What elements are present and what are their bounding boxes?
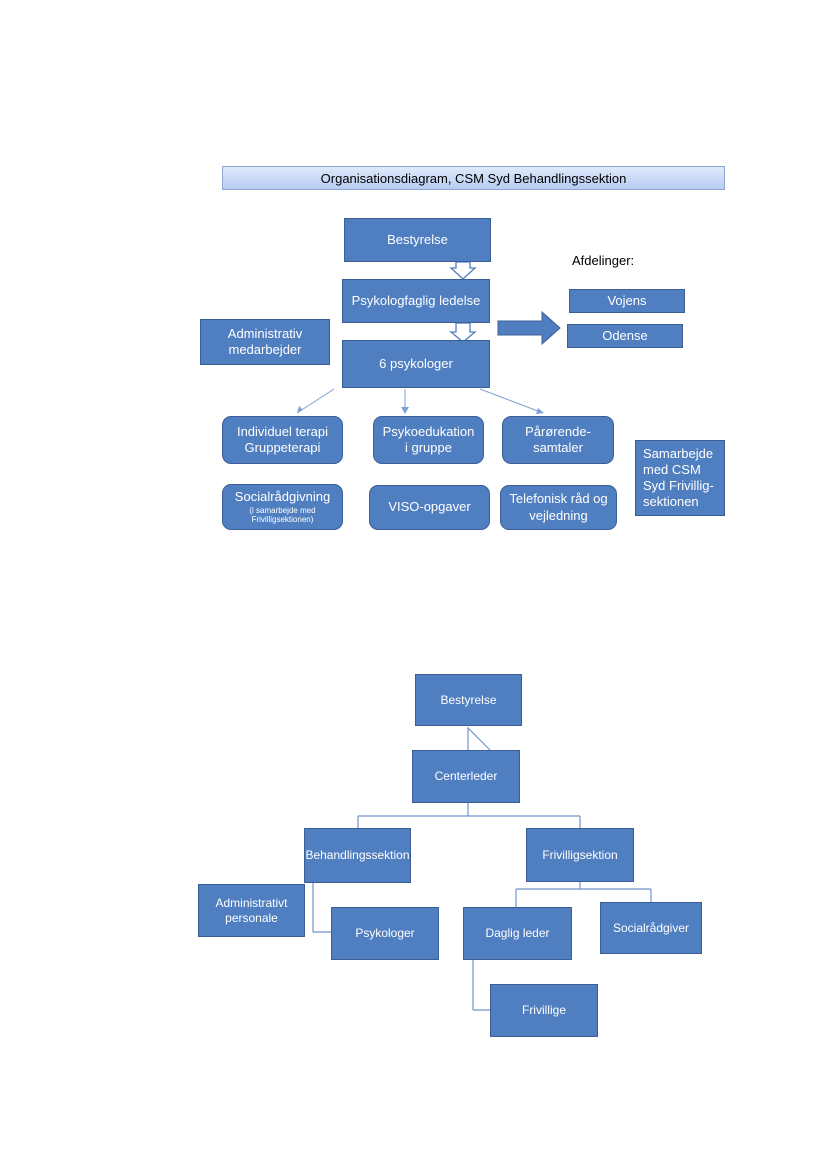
frivilligsektion-box: Frivilligsektion — [526, 828, 634, 882]
viso-box: VISO-opgaver — [369, 485, 490, 530]
psykoedukation-box: Psykoedukation i gruppe — [373, 416, 484, 464]
admin-line1: Administrativ — [227, 325, 303, 341]
bottom-bestyrelse-box: Bestyrelse — [415, 674, 522, 726]
ledelse-box: Psykologfaglig ledelse — [342, 279, 490, 323]
administrativt-personale-box: Administrativt personale — [198, 884, 305, 937]
viso-label: VISO-opgaver — [388, 499, 471, 515]
centerleder-box: Centerleder — [412, 750, 520, 803]
daglig-leder-label: Daglig leder — [485, 926, 550, 940]
odense-label: Odense — [602, 327, 648, 343]
social-note1: (i samarbejde med — [249, 505, 316, 515]
admin-personale-line2: personale — [225, 910, 278, 925]
right-block-arrow — [497, 310, 561, 346]
admin-medarbejder-box: Administrativ medarbejder — [200, 319, 330, 365]
bestyrelse-label: Bestyrelse — [387, 231, 448, 247]
admin-personale-line1: Administrativt — [215, 895, 288, 910]
social-line1: Socialrådgivning — [234, 489, 331, 505]
behandlingssektion-label: Behandlingssektion — [305, 848, 410, 862]
telefonisk-line2: vejledning — [529, 507, 588, 523]
bottom-psykologer-box: Psykologer — [331, 907, 439, 960]
ledelse-label: Psykologfaglig ledelse — [351, 292, 481, 308]
afdelinger-label: Afdelinger: — [572, 253, 635, 268]
socialraadgiver-label: Socialrådgiver — [612, 920, 690, 935]
centerleder-label: Centerleder — [434, 769, 498, 783]
samarbejde-line1: Samarbejde — [643, 445, 714, 461]
down-arrow-bestyrelse-ledelse — [449, 261, 477, 280]
odense-box: Odense — [567, 324, 683, 348]
telefonisk-line1: Telefonisk råd og — [509, 491, 608, 507]
telefonisk-box: Telefonisk råd og vejledning — [500, 485, 617, 530]
psykoedukation-line1: Psykoedukation — [382, 423, 475, 439]
frivillige-box: Frivillige — [490, 984, 598, 1037]
bestyrelse-box: Bestyrelse — [344, 218, 491, 262]
psykologer-label: 6 psykologer — [379, 355, 453, 371]
bottom-psykologer-label: Psykologer — [355, 926, 415, 940]
samarbejde-line4: sektionen — [643, 494, 699, 510]
samarbejde-line3: Syd Frivillig- — [643, 478, 714, 493]
social-note2: Frivilligsektionen) — [251, 515, 314, 525]
paarorende-line2: samtaler — [533, 440, 583, 455]
bottom-bestyrelse-label: Bestyrelse — [440, 692, 497, 707]
psykoedukation-line2: i gruppe — [405, 440, 452, 455]
individuel-terapi-box: Individuel terapi Gruppeterapi — [222, 416, 343, 464]
admin-line2: medarbejder — [228, 342, 302, 357]
org-chart-title: Organisationsdiagram, CSM Syd Behandling… — [222, 166, 725, 190]
socialraadgivning-box: Socialrådgivning (i samarbejde med Frivi… — [222, 484, 343, 530]
vojens-label: Vojens — [607, 292, 647, 308]
individuel-line1: Individuel terapi — [236, 423, 329, 439]
vojens-box: Vojens — [569, 289, 685, 313]
bottom-connectors — [312, 726, 652, 1011]
frivillige-label: Frivillige — [521, 1003, 566, 1017]
down-arrow-ledelse-psykologer — [449, 322, 477, 343]
daglig-leder-box: Daglig leder — [463, 907, 572, 960]
thin-arrows — [296, 388, 544, 414]
individuel-line2: Gruppeterapi — [244, 440, 321, 455]
frivilligsektion-label: Frivilligsektion — [542, 847, 618, 862]
behandlingssektion-box: Behandlingssektion — [304, 828, 411, 883]
paarorende-line1: Pårørende- — [525, 423, 591, 439]
samarbejde-box: Samarbejde med CSM Syd Frivillig- sektio… — [635, 440, 725, 516]
socialraadgiver-box: Socialrådgiver — [600, 902, 702, 954]
psykologer-box: 6 psykologer — [342, 340, 490, 388]
samarbejde-line2: med CSM — [643, 461, 701, 477]
paarorende-box: Pårørende- samtaler — [502, 416, 614, 464]
